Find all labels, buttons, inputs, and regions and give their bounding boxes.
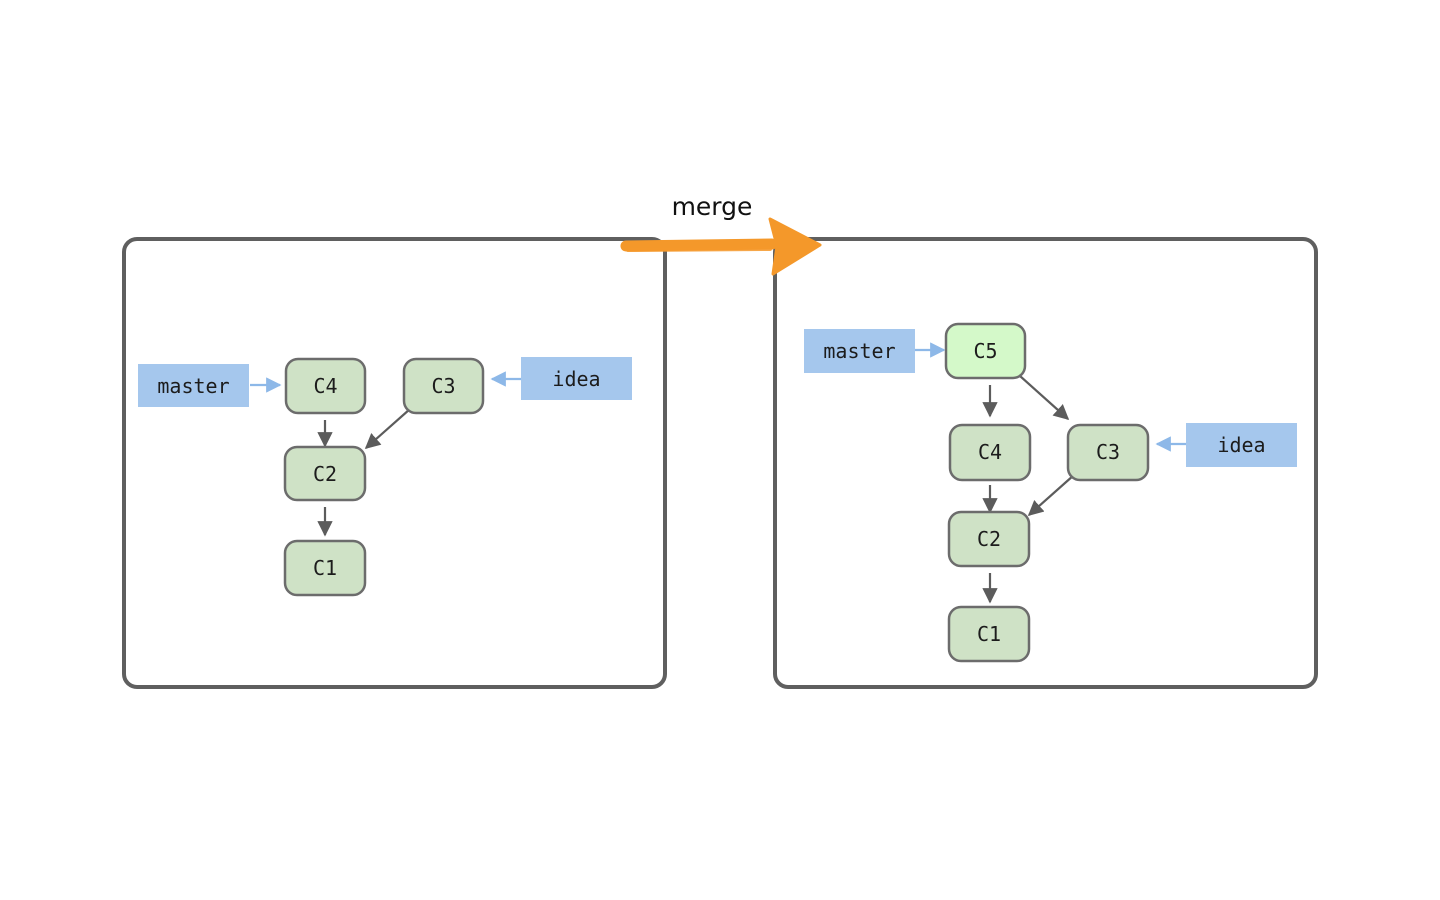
commit-box [948,423,1032,482]
commit-box [283,539,367,597]
commit-box [944,322,1027,380]
before-panel: master idea C4 C3 C2 C1 [122,237,667,689]
merge-label: merge [672,192,753,221]
edge-c3-c2 [1027,474,1075,517]
commit-c4: C4 [948,423,1032,482]
branch-label: idea [1217,433,1265,457]
commit-c1: C1 [283,539,367,597]
commit-box [284,357,367,415]
merge-arrow-shaft-texture [626,247,772,252]
branch-idea: idea [1186,423,1297,467]
edge-c3-c2 [364,408,411,450]
before-frame [122,237,667,689]
commit-label: C2 [313,462,337,486]
commit-c2: C2 [283,445,367,502]
commit-label: C2 [977,527,1001,551]
branch-box [804,329,915,373]
commit-c2: C2 [947,510,1031,568]
commit-box [283,445,367,502]
edge-c5-c3 [1019,375,1070,421]
branch-box [521,357,632,400]
branch-idea: idea [521,357,632,400]
commit-box [1066,423,1150,482]
commit-label: C4 [313,374,337,398]
merge-arrow-head [768,217,822,276]
commit-label: C1 [977,622,1001,646]
commit-box [947,510,1031,568]
commit-c5: C5 [944,322,1027,380]
commit-label: C3 [1096,440,1120,464]
commit-label: C3 [431,374,455,398]
branch-label: idea [552,367,600,391]
commit-box [947,605,1031,663]
commit-label: C1 [313,556,337,580]
commit-label: C4 [978,440,1002,464]
commit-c3: C3 [402,357,485,415]
branch-box [138,364,249,407]
commit-c3: C3 [1066,423,1150,482]
branch-master: master [804,329,915,373]
commit-c1: C1 [947,605,1031,663]
merge-arrow-shaft [620,238,778,252]
branch-label: master [157,374,229,398]
merge-arrow [620,217,822,276]
commit-box [402,357,485,415]
commit-c4: C4 [284,357,367,415]
branch-label: master [823,339,895,363]
after-panel: master idea C5 C4 C3 C2 C1 [773,237,1318,689]
branch-box [1186,423,1297,467]
branch-master: master [138,364,249,407]
commit-label: C5 [973,339,997,363]
